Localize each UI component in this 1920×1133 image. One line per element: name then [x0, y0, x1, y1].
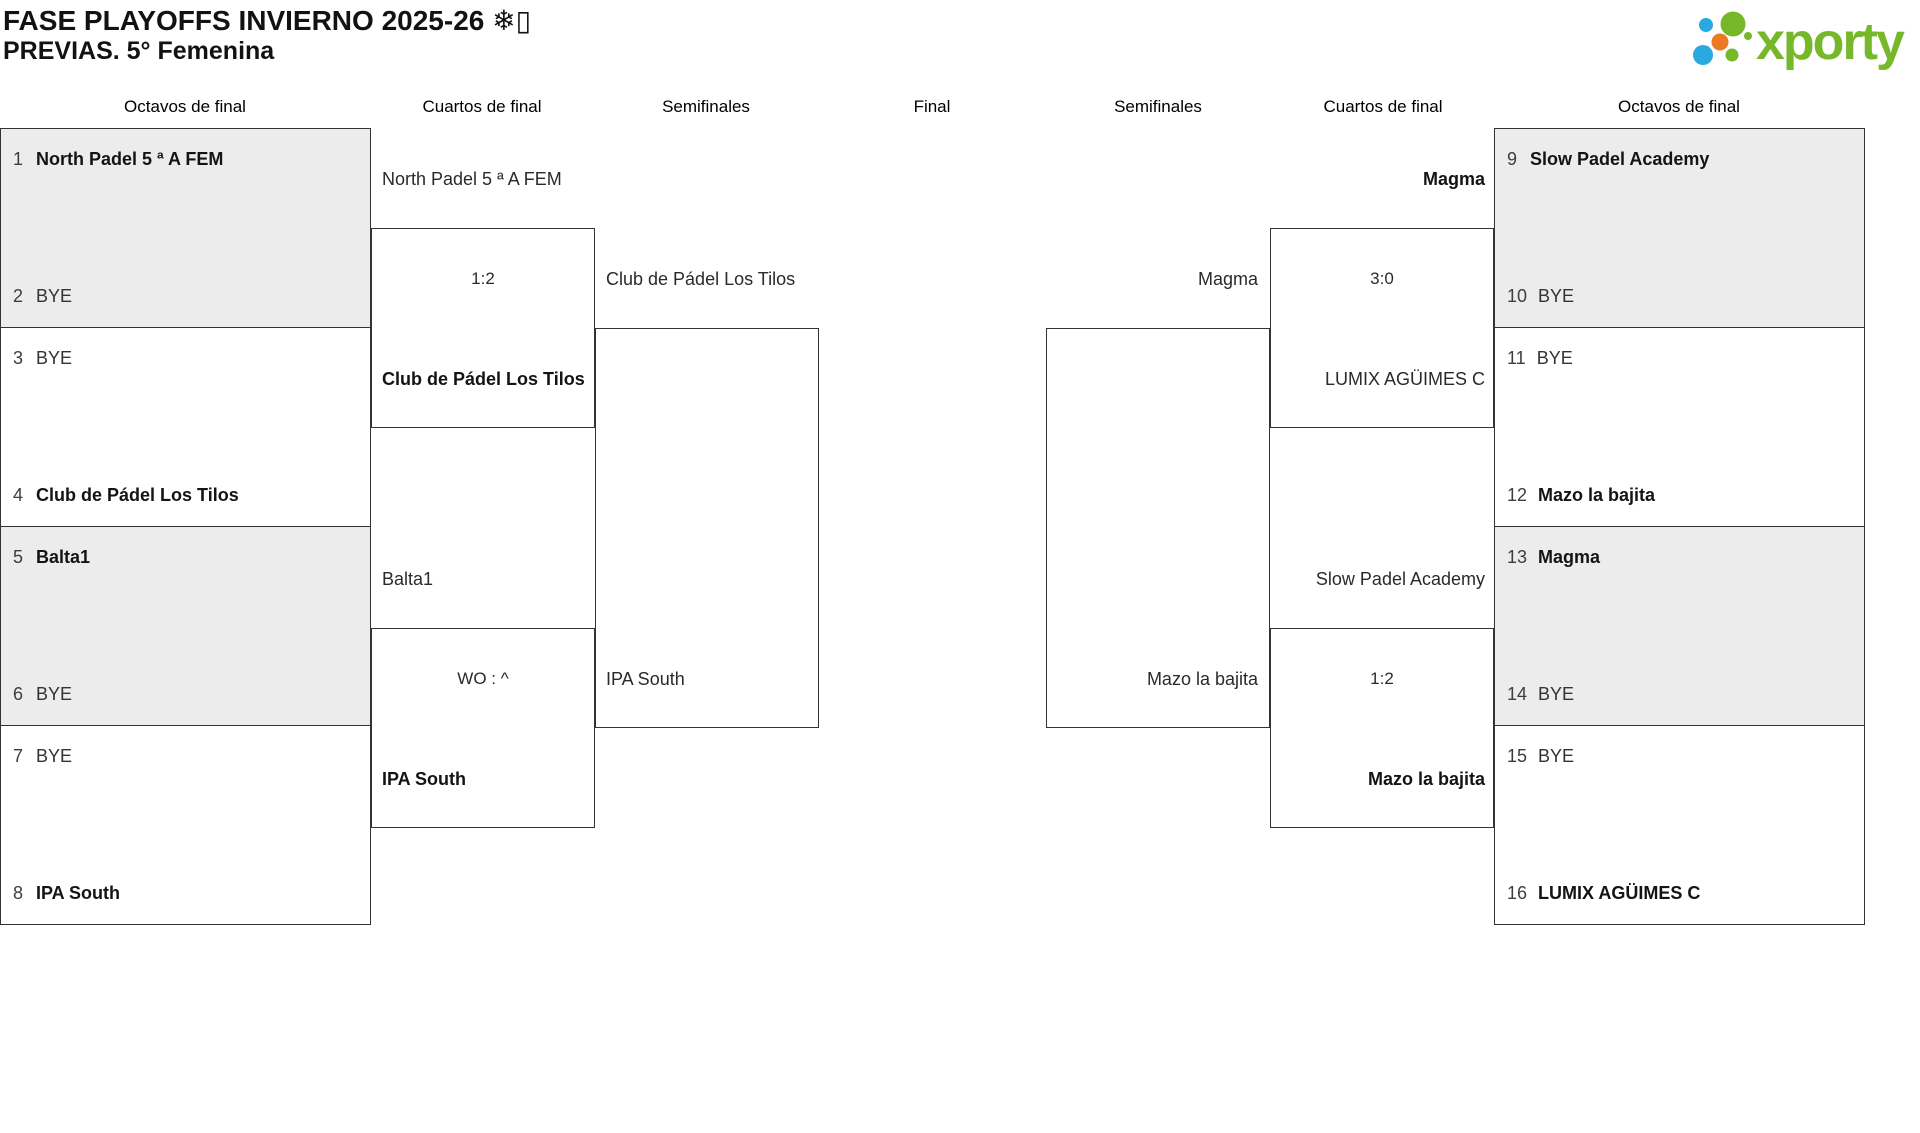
seed-box: 11 BYE 12 Mazo la bajita	[1494, 327, 1865, 527]
seed-box: 15 BYE 16 LUMIX AGÜIMES C	[1494, 725, 1865, 925]
seed-box: 13 Magma 14 BYE	[1494, 526, 1865, 726]
team-name: Magma	[1538, 547, 1601, 567]
seed-number: 14	[1507, 684, 1528, 704]
match-score: 1:2	[1370, 669, 1394, 688]
participant-label: North Padel 5 ª A FEM	[382, 169, 562, 189]
team-name: BYE	[1538, 286, 1575, 306]
seed-row: 12 Mazo la bajita	[1507, 484, 1852, 506]
team-name: BYE	[36, 348, 73, 368]
round-header-semis-right: Semifinales	[1114, 97, 1202, 116]
team-name: BYE	[1538, 746, 1575, 766]
participant-label: LUMIX AGÜIMES C	[1324, 369, 1485, 389]
team-name: BYE	[1536, 348, 1573, 368]
semifinal-match-left: Club de Pádel Los Tilos IPA South	[595, 269, 819, 728]
participant-label: Mazo la bajita	[1367, 769, 1485, 789]
seed-number: 12	[1507, 485, 1528, 505]
round-header-cuartos-right: Cuartos de final	[1323, 97, 1443, 116]
seed-number: 10	[1507, 286, 1528, 306]
participant-label: Magma	[1197, 269, 1258, 289]
seed-row: 15 BYE	[1507, 745, 1852, 767]
team-name: Balta1	[36, 547, 91, 567]
round-header-octavos-left: Octavos de final	[124, 97, 246, 116]
seed-number: 2	[13, 286, 24, 306]
seed-number: 15	[1507, 746, 1528, 766]
participant-label: Magma	[1422, 169, 1485, 189]
match-score: 1:2	[471, 269, 495, 288]
logo-dot-green-large	[1720, 11, 1746, 37]
team-name: IPA South	[36, 883, 120, 903]
participant-label: Mazo la bajita	[1146, 669, 1258, 689]
quarterfinal-match-3: Magma 3:0 LUMIX AGÜIMES C	[1270, 169, 1494, 428]
round-header-final: Final	[913, 97, 951, 116]
seed-row: 13 Magma	[1507, 546, 1852, 568]
seed-number: 13	[1507, 547, 1528, 567]
octavos-column-left: 1 North Padel 5 ª A FEM 2 BYE 3 BYE 4 Cl…	[0, 128, 371, 925]
team-name: Slow Padel Academy	[1530, 149, 1710, 169]
round-header-octavos-right: Octavos de final	[1618, 97, 1740, 116]
seed-number: 7	[13, 746, 24, 766]
team-name: Club de Pádel Los Tilos	[36, 485, 239, 505]
team-name: BYE	[36, 684, 73, 704]
team-name: LUMIX AGÜIMES C	[1538, 883, 1701, 903]
seed-box: 5 Balta1 6 BYE	[0, 526, 371, 726]
seed-row: 1 North Padel 5 ª A FEM	[13, 148, 358, 170]
logo-dot-blue-small	[1699, 18, 1713, 32]
team-name: North Padel 5 ª A FEM	[36, 149, 224, 169]
participant-label: Club de Pádel Los Tilos	[382, 369, 585, 389]
semifinal-match-right: Magma Mazo la bajita	[1046, 269, 1270, 728]
seed-row: 7 BYE	[13, 745, 358, 767]
team-name: BYE	[36, 746, 73, 766]
logo-dot-green-small	[1725, 48, 1739, 62]
quarterfinal-match-4: Slow Padel Academy 1:2 Mazo la bajita	[1270, 569, 1494, 828]
page-subtitle: PREVIAS. 5° Femenina	[3, 37, 275, 65]
seed-row: 10 BYE	[1507, 285, 1852, 307]
seed-row: 9 Slow Padel Academy	[1507, 148, 1852, 170]
seed-row: 5 Balta1	[13, 546, 358, 568]
logo-text: xporty	[1756, 13, 1905, 71]
seed-number: 1	[13, 149, 24, 169]
match-score: 3:0	[1370, 269, 1394, 288]
seed-number: 5	[13, 547, 24, 567]
quarterfinal-match-2: Balta1 WO : ^ IPA South	[371, 569, 595, 828]
seed-box: 7 BYE 8 IPA South	[0, 725, 371, 925]
logo-dot-orange	[1711, 33, 1729, 51]
seed-row: 4 Club de Pádel Los Tilos	[13, 484, 358, 506]
seed-row: 8 IPA South	[13, 882, 358, 904]
participant-label: Balta1	[382, 569, 434, 589]
seed-number: 8	[13, 883, 24, 903]
seed-number: 16	[1507, 883, 1528, 903]
page-title: FASE PLAYOFFS INVIERNO 2025-26 ❄▯	[3, 5, 531, 36]
seed-row: 14 BYE	[1507, 683, 1852, 705]
participant-label: IPA South	[382, 769, 466, 789]
seed-number: 6	[13, 684, 24, 704]
participant-label: Slow Padel Academy	[1315, 569, 1485, 589]
participant-label: Club de Pádel Los Tilos	[606, 269, 796, 289]
seed-row: 16 LUMIX AGÜIMES C	[1507, 882, 1852, 904]
seed-number: 3	[13, 348, 24, 368]
logo-dot-blue-large	[1693, 45, 1713, 65]
participant-label: IPA South	[606, 669, 685, 689]
logo-dot-green-tiny	[1744, 32, 1752, 40]
seed-box: 1 North Padel 5 ª A FEM 2 BYE	[0, 128, 371, 328]
seed-box: 9 Slow Padel Academy 10 BYE	[1494, 128, 1865, 328]
seed-number: 9	[1507, 149, 1518, 169]
seed-row: 6 BYE	[13, 683, 358, 705]
seed-row: 2 BYE	[13, 285, 358, 307]
octavos-column-right: 9 Slow Padel Academy 10 BYE 11 BYE 12 Ma…	[1494, 128, 1865, 925]
round-header-cuartos-left: Cuartos de final	[422, 97, 542, 116]
seed-number: 4	[13, 485, 24, 505]
team-name: Mazo la bajita	[1538, 485, 1656, 505]
seed-box: 3 BYE 4 Club de Pádel Los Tilos	[0, 327, 371, 527]
seed-number: 11	[1507, 348, 1526, 368]
team-name: BYE	[1538, 684, 1575, 704]
seed-row: 11 BYE	[1507, 347, 1852, 369]
quarterfinal-match-1: North Padel 5 ª A FEM 1:2 Club de Pádel …	[371, 169, 595, 428]
seed-row: 3 BYE	[13, 347, 358, 369]
xporty-logo[interactable]: xporty	[1678, 2, 1918, 82]
team-name: BYE	[36, 286, 73, 306]
round-header-semis-left: Semifinales	[662, 97, 750, 116]
match-score: WO : ^	[457, 669, 509, 688]
